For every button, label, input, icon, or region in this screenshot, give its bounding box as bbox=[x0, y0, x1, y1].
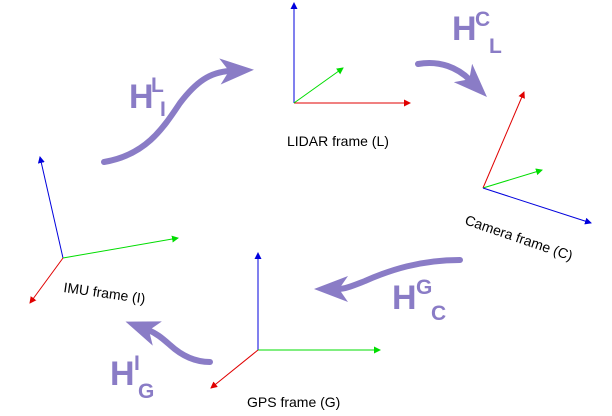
h-superscript: G bbox=[416, 276, 432, 299]
imu-to-lidar-arrow bbox=[101, 58, 254, 165]
imu-y-axis bbox=[62, 235, 179, 259]
lidar-frame-label: LIDAR frame (L) bbox=[287, 133, 389, 149]
imu-x-axis bbox=[29, 257, 64, 304]
gps-frame-label: GPS frame (G) bbox=[247, 394, 340, 410]
imu-to-lidar-label: H L I bbox=[129, 74, 166, 121]
camera-to-gps-arrow bbox=[314, 257, 463, 302]
h-superscript: C bbox=[475, 8, 490, 31]
camera-y-axis bbox=[482, 168, 543, 189]
imu-z-axis bbox=[37, 156, 64, 259]
h-base-text: H bbox=[392, 279, 417, 317]
camera-z-axis bbox=[482, 187, 592, 225]
h-subscript: L bbox=[489, 35, 502, 58]
h-base-text: H bbox=[129, 78, 154, 116]
camera-frame: Camera frame (C) bbox=[463, 91, 592, 264]
h-subscript: C bbox=[431, 302, 446, 325]
camera-x-axis bbox=[482, 91, 525, 189]
camera-frame-label: Camera frame (C) bbox=[463, 212, 575, 264]
h-subscript: I bbox=[160, 98, 166, 121]
gps-frame: GPS frame (G) bbox=[210, 252, 381, 410]
h-subscript: G bbox=[138, 380, 154, 403]
lidar-y-axis bbox=[293, 67, 344, 104]
lidar-to-camera-arrow bbox=[415, 60, 487, 97]
camera-to-gps-label: H G C bbox=[392, 276, 446, 325]
lidar-frame: LIDAR frame (L) bbox=[287, 2, 411, 149]
imu-frame: IMU frame (I) bbox=[29, 156, 179, 306]
lidar-to-camera-label: H C L bbox=[452, 8, 502, 58]
h-base-text: H bbox=[110, 355, 135, 393]
h-superscript: L bbox=[151, 74, 164, 97]
gps-to-imu-arrow bbox=[125, 321, 213, 365]
gps-to-imu-label: H I G bbox=[110, 352, 154, 403]
h-base-text: H bbox=[452, 10, 477, 48]
gps-x-axis bbox=[210, 349, 259, 389]
imu-frame-label: IMU frame (I) bbox=[63, 279, 147, 306]
h-superscript: I bbox=[134, 352, 140, 375]
